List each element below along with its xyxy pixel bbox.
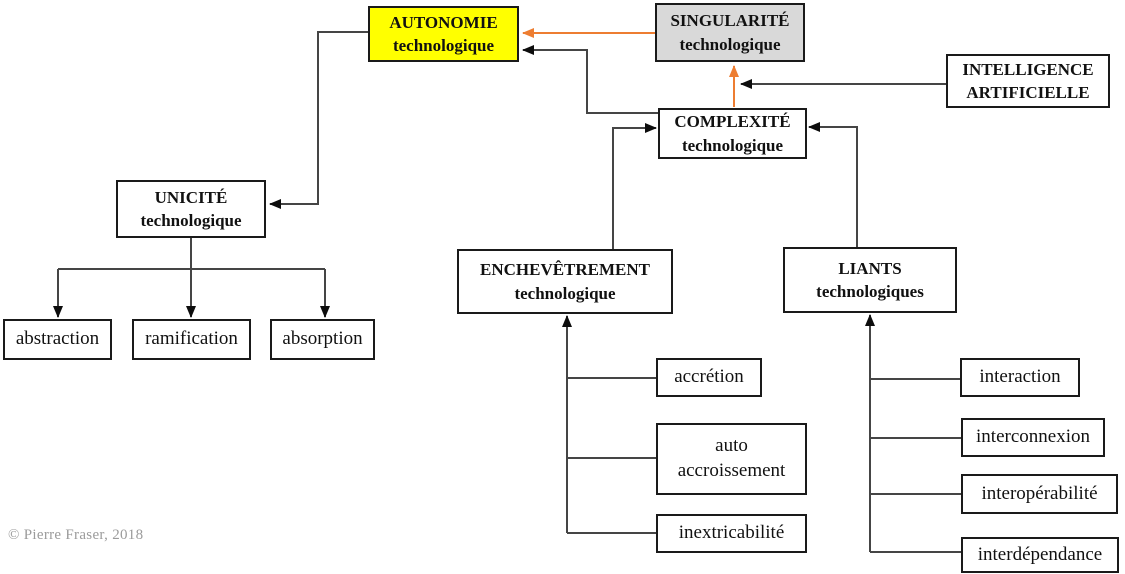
node-ramification: ramification (132, 319, 251, 360)
node-complexite: COMPLEXITÉ technologique (658, 108, 807, 159)
node-label: INTELLIGENCE (962, 59, 1094, 79)
node-sublabel: ARTIFICIELLE (966, 83, 1090, 102)
edge-autonomie-to-unicite (269, 31, 368, 209)
node-sublabel: technologique (514, 283, 616, 303)
node-label: AUTONOMIE (389, 12, 498, 32)
node-label: absorption (282, 328, 363, 350)
node-sublabel: technologiques (816, 282, 924, 301)
node-label: COMPLEXITÉ (674, 112, 791, 132)
node-label: LIANTS (838, 258, 902, 278)
node-interaction: interaction (960, 358, 1080, 397)
node-label: UNICITÉ (154, 187, 228, 207)
node-autonomie: AUTONOMIE technologique (368, 6, 519, 62)
node-sublabel: accroissement (677, 460, 786, 481)
node-label: ramification (145, 328, 238, 350)
edge-enchevetrement-to-complexite (612, 123, 657, 249)
node-label: auto (715, 435, 748, 457)
node-sublabel: technologique (392, 36, 495, 55)
node-label: interconnexion (976, 426, 1090, 448)
node-label: accrétion (674, 366, 744, 388)
node-sublabel: technologique (140, 211, 242, 230)
node-label: interaction (979, 366, 1061, 388)
node-auto-accroissement: auto accroissement (656, 423, 807, 495)
node-label: ENCHEVÊTREMENT (479, 260, 651, 280)
node-inextricabilite: inextricabilité (656, 514, 807, 553)
node-unicite: UNICITÉ technologique (116, 180, 266, 238)
node-abstraction: abstraction (3, 319, 112, 360)
node-liants: LIANTS technologiques (783, 247, 957, 313)
node-enchevetrement: ENCHEVÊTREMENT technologique (457, 249, 673, 314)
node-intelligence-artificielle: INTELLIGENCE ARTIFICIELLE (946, 54, 1110, 108)
node-label: inextricabilité (678, 522, 785, 544)
node-singularite: SINGULARITÉ technologique (655, 3, 805, 62)
edge-liants-to-complexite (808, 122, 858, 247)
node-sublabel: technologique (679, 34, 781, 54)
node-interdependance: interdépendance (961, 537, 1119, 573)
copyright-note: © Pierre Fraser, 2018 (8, 527, 144, 543)
node-label: interopérabilité (981, 482, 1098, 504)
node-absorption: absorption (270, 319, 375, 360)
node-label: interdépendance (977, 543, 1103, 565)
node-interconnexion: interconnexion (961, 418, 1105, 457)
node-label: abstraction (15, 328, 100, 350)
node-label: SINGULARITÉ (670, 11, 790, 31)
node-sublabel: technologique (681, 135, 784, 155)
node-accretion: accrétion (656, 358, 762, 397)
node-interoperabilite: interopérabilité (961, 474, 1118, 514)
edge-complexite-to-autonomie (522, 45, 658, 114)
